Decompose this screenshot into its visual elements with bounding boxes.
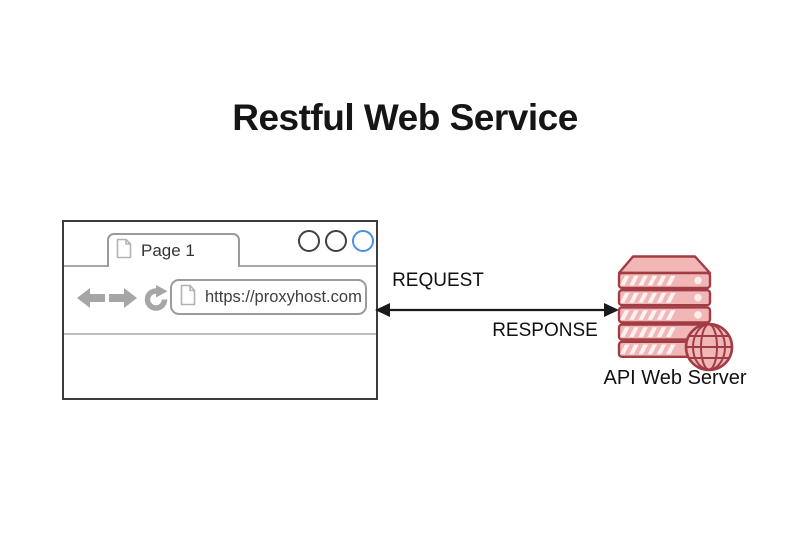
server-stack-icon xyxy=(615,252,740,379)
request-response-arrow-icon xyxy=(372,301,622,324)
request-label: REQUEST xyxy=(392,270,484,291)
forward-arrow-icon xyxy=(109,286,137,315)
globe-icon xyxy=(684,322,734,372)
browser-tab: Page 1 xyxy=(107,233,240,267)
window-control-2 xyxy=(325,230,347,252)
content-divider xyxy=(64,333,376,335)
browser-window: Page 1 xyxy=(62,220,378,400)
page-title: Restful Web Service xyxy=(232,97,578,138)
refresh-icon xyxy=(143,284,169,317)
response-label: RESPONSE xyxy=(492,320,598,341)
page-icon xyxy=(180,284,196,311)
page-icon xyxy=(116,238,132,264)
tab-label: Page 1 xyxy=(141,241,195,260)
window-control-1 xyxy=(298,230,320,252)
window-control-3 xyxy=(352,230,374,252)
address-url: https://proxyhost.com xyxy=(205,287,362,306)
back-arrow-icon xyxy=(77,286,105,315)
server-label: API Web Server xyxy=(603,367,747,389)
address-bar: https://proxyhost.com xyxy=(170,279,367,315)
